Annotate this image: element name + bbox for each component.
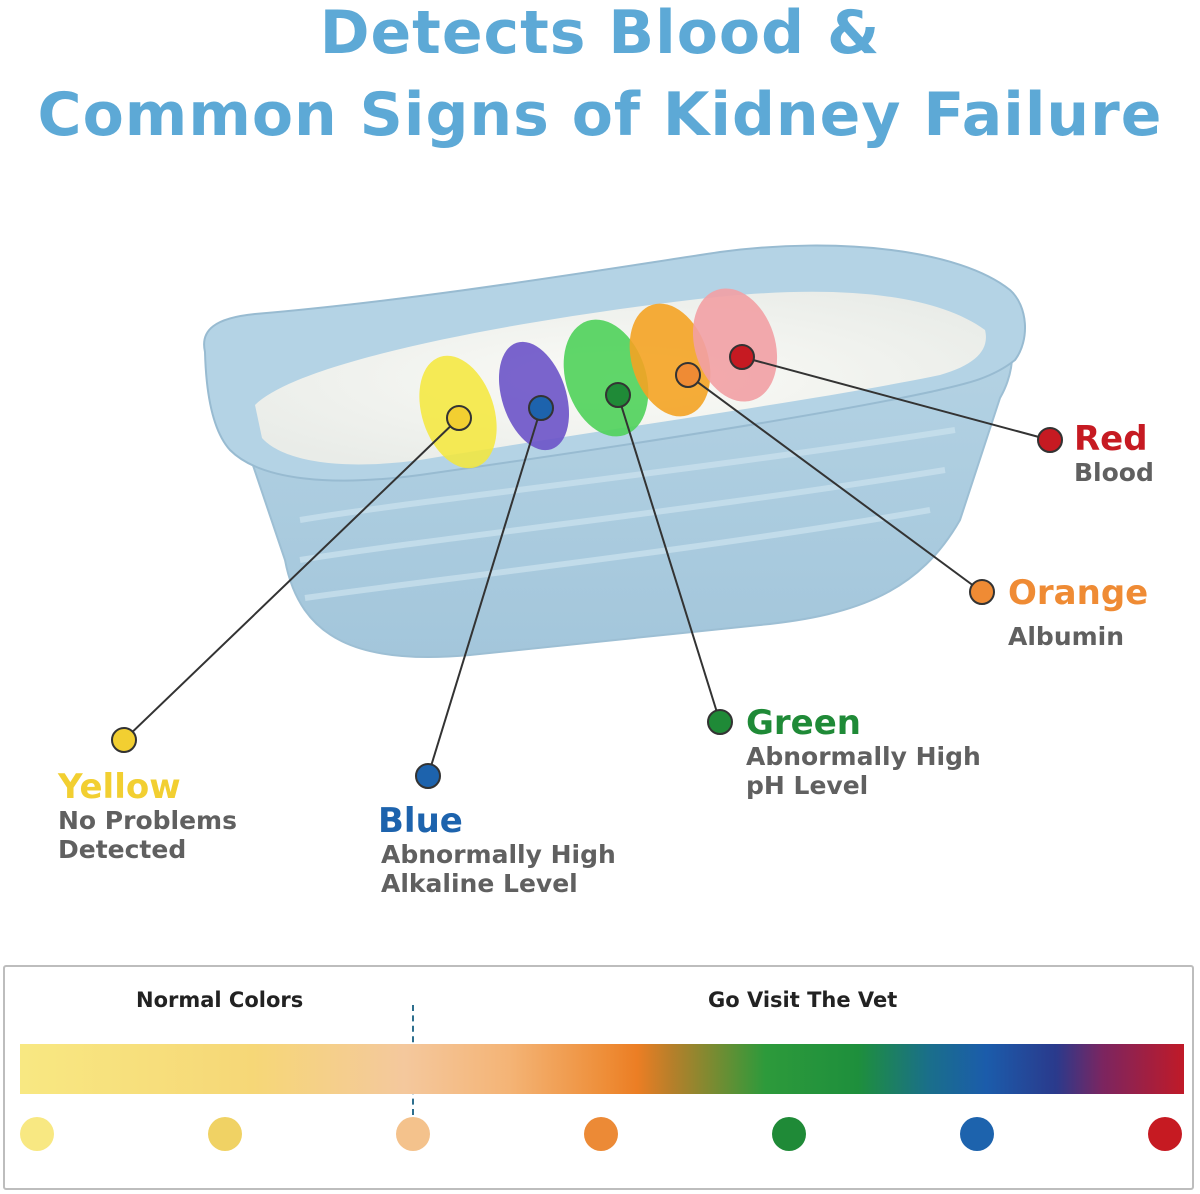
orange-spot xyxy=(629,303,711,417)
yellow-label-desc-2: Detected xyxy=(58,834,187,864)
legend-swatch-7 xyxy=(1148,1117,1182,1151)
litter-box-illustration xyxy=(111,244,1063,789)
color-spots xyxy=(419,288,778,469)
green-leader-line xyxy=(617,394,721,723)
blue-leader-line xyxy=(427,407,542,777)
yellow-label-name: Yellow xyxy=(58,767,181,807)
green-label-desc-2: pH Level xyxy=(746,770,869,800)
orange-label-dot xyxy=(969,579,995,605)
legend-swatch-1 xyxy=(20,1117,54,1151)
red-spot-marker xyxy=(729,344,755,370)
legend-swatch-2 xyxy=(208,1117,242,1151)
orange-label-name: Orange xyxy=(1008,573,1149,613)
red-label-desc: Blood xyxy=(1074,458,1154,488)
green-label: Green Abnormally High pH Level xyxy=(746,703,981,801)
yellow-label: Yellow No Problems Detected xyxy=(58,767,237,865)
legend-swatch-3 xyxy=(396,1117,430,1151)
legend-swatch-4 xyxy=(584,1117,618,1151)
yellow-spot-marker xyxy=(446,405,472,431)
orange-label: Orange Albumin xyxy=(1008,573,1149,652)
color-legend-box xyxy=(3,965,1194,1190)
leader-lines xyxy=(123,356,1051,777)
yellow-leader-line xyxy=(123,417,460,741)
red-label-name: Red xyxy=(1074,419,1148,459)
yellow-label-dot xyxy=(111,727,137,753)
color-gradient-bar xyxy=(20,1044,1184,1094)
red-label: Red Blood xyxy=(1074,419,1154,488)
blue-spot xyxy=(498,341,570,451)
green-label-desc-1: Abnormally High xyxy=(746,742,981,772)
blue-label-desc-1: Abnormally High xyxy=(381,840,616,870)
blue-label-dot xyxy=(415,763,441,789)
legend-swatch-6 xyxy=(960,1117,994,1151)
red-spot xyxy=(692,288,778,402)
blue-spot-marker xyxy=(528,395,554,421)
orange-spot-marker xyxy=(675,362,701,388)
blue-label-desc-2: Alkaline Level xyxy=(381,868,578,898)
blue-label-name: Blue xyxy=(378,801,463,841)
litter-box xyxy=(203,244,1026,659)
orange-label-desc: Albumin xyxy=(1008,622,1125,652)
title-line-1: Detects Blood & xyxy=(319,0,881,68)
legend-normal-colors-label: Normal Colors xyxy=(136,988,304,1012)
green-spot-marker xyxy=(605,382,631,408)
red-leader-line xyxy=(741,356,1051,441)
red-label-dot xyxy=(1037,427,1063,453)
legend-visit-vet-label: Go Visit The Vet xyxy=(708,988,898,1012)
orange-leader-line xyxy=(687,374,983,593)
green-spot xyxy=(563,319,649,437)
legend-swatch-5 xyxy=(772,1117,806,1151)
blue-label: Blue Abnormally High Alkaline Level xyxy=(378,801,616,899)
yellow-label-desc-1: No Problems xyxy=(58,806,237,836)
green-label-name: Green xyxy=(746,703,861,743)
title-line-2: Common Signs of Kidney Failure xyxy=(37,80,1163,150)
green-label-dot xyxy=(707,709,733,735)
